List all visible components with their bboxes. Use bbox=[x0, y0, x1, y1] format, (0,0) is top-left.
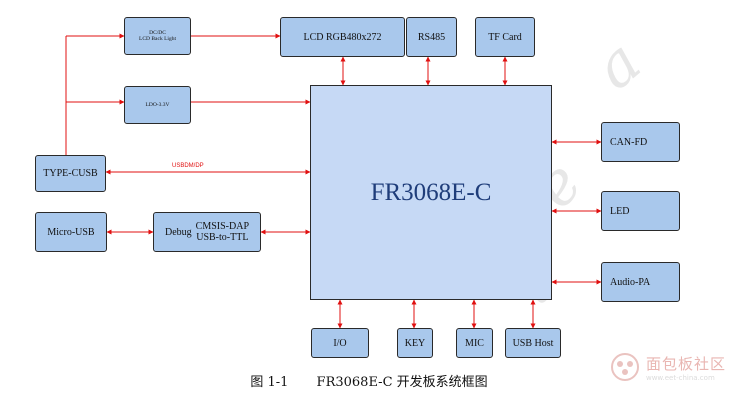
site-watermark: 面包板社区 www.eet-china.com bbox=[610, 352, 726, 382]
lcd-label: LCD RGB480x272 bbox=[303, 31, 382, 43]
key-block: KEY bbox=[397, 328, 433, 358]
chip-name: FR3068E-C bbox=[370, 178, 492, 206]
mic-label: MIC bbox=[465, 337, 484, 349]
audio-pa-block: Audio-PA bbox=[601, 262, 680, 302]
key-label: KEY bbox=[404, 337, 426, 349]
ldo-label: LDO-3.3V bbox=[145, 101, 170, 108]
tfcard-label: TF Card bbox=[488, 31, 522, 43]
dcdc-title: DC/DC bbox=[149, 29, 166, 36]
site-url: www.eet-china.com bbox=[645, 373, 715, 382]
figure-title: FR3068E-C 开发板系统框图 bbox=[316, 375, 488, 390]
rs485-label: RS485 bbox=[417, 31, 446, 43]
mcu-chip: FR3068E-C bbox=[310, 85, 552, 300]
debug-block: Debug CMSIS-DAP USB-to-TTL bbox=[153, 212, 261, 252]
mic-block: MIC bbox=[456, 328, 493, 358]
usb-signal-label: USBDM/DP bbox=[172, 163, 204, 169]
usb-host-label: USB Host bbox=[512, 337, 554, 349]
micro-usb-label: Micro-USB bbox=[47, 226, 95, 238]
tfcard-block: TF Card bbox=[475, 17, 535, 57]
debug-line2: USB-to-TTL bbox=[196, 232, 249, 243]
figure-caption: 图 1-1 FR3068E-C 开发板系统框图 bbox=[0, 371, 738, 390]
led-label: LED bbox=[610, 205, 630, 217]
usb-host-block: USB Host bbox=[505, 328, 561, 358]
dcdc-subtitle: LCD Back Light bbox=[139, 36, 176, 42]
debug-detail: CMSIS-DAP USB-to-TTL bbox=[196, 221, 249, 243]
site-name: 面包板社区 bbox=[645, 354, 726, 373]
debug-line1: CMSIS-DAP bbox=[195, 221, 250, 232]
ldo-block: LDO-3.3V bbox=[124, 86, 191, 124]
io-label: I/O bbox=[333, 337, 347, 349]
led-block: LED bbox=[601, 191, 680, 231]
audio-pa-label: Audio-PA bbox=[610, 276, 651, 288]
lcd-block: LCD RGB480x272 bbox=[280, 17, 405, 57]
rs485-block: RS485 bbox=[406, 17, 457, 57]
typec-label: TYPE-CUSB bbox=[43, 168, 98, 179]
typec-usb-block: TYPE-CUSB bbox=[35, 155, 106, 192]
canfd-label: CAN-FD bbox=[610, 136, 648, 148]
dcdc-block: DC/DC LCD Back Light bbox=[124, 17, 191, 55]
micro-usb-block: Micro-USB bbox=[35, 212, 107, 252]
debug-label: Debug bbox=[164, 226, 192, 238]
figure-number: 图 1-1 bbox=[250, 375, 289, 390]
site-logo-icon bbox=[610, 353, 639, 381]
site-watermark-text: 面包板社区 www.eet-china.com bbox=[646, 353, 726, 382]
canfd-block: CAN-FD bbox=[601, 122, 680, 162]
io-block: I/O bbox=[311, 328, 369, 358]
